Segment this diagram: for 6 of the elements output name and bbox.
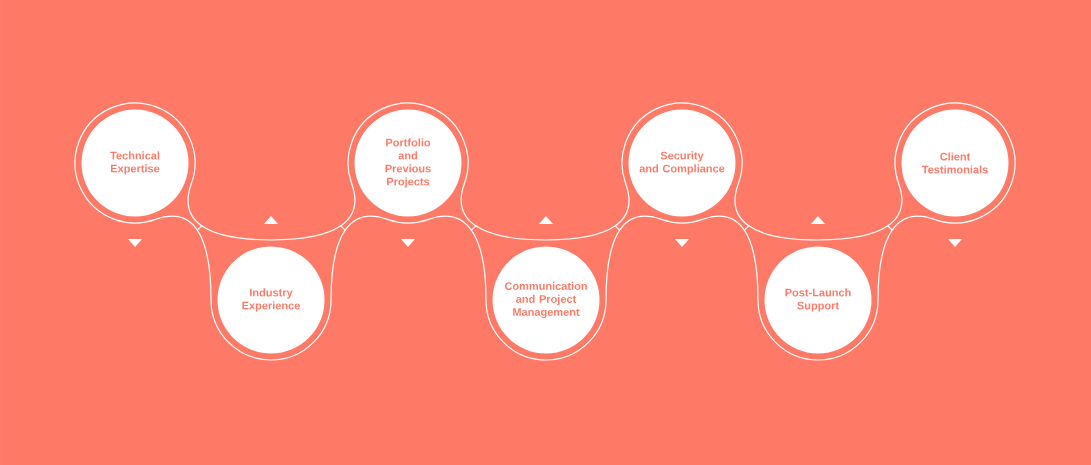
connector-line bbox=[877, 182, 903, 301]
connector-line bbox=[734, 182, 759, 301]
connector-line bbox=[330, 182, 356, 301]
connector-line bbox=[460, 182, 487, 301]
connector-line bbox=[605, 182, 630, 301]
connector-line bbox=[187, 182, 212, 301]
